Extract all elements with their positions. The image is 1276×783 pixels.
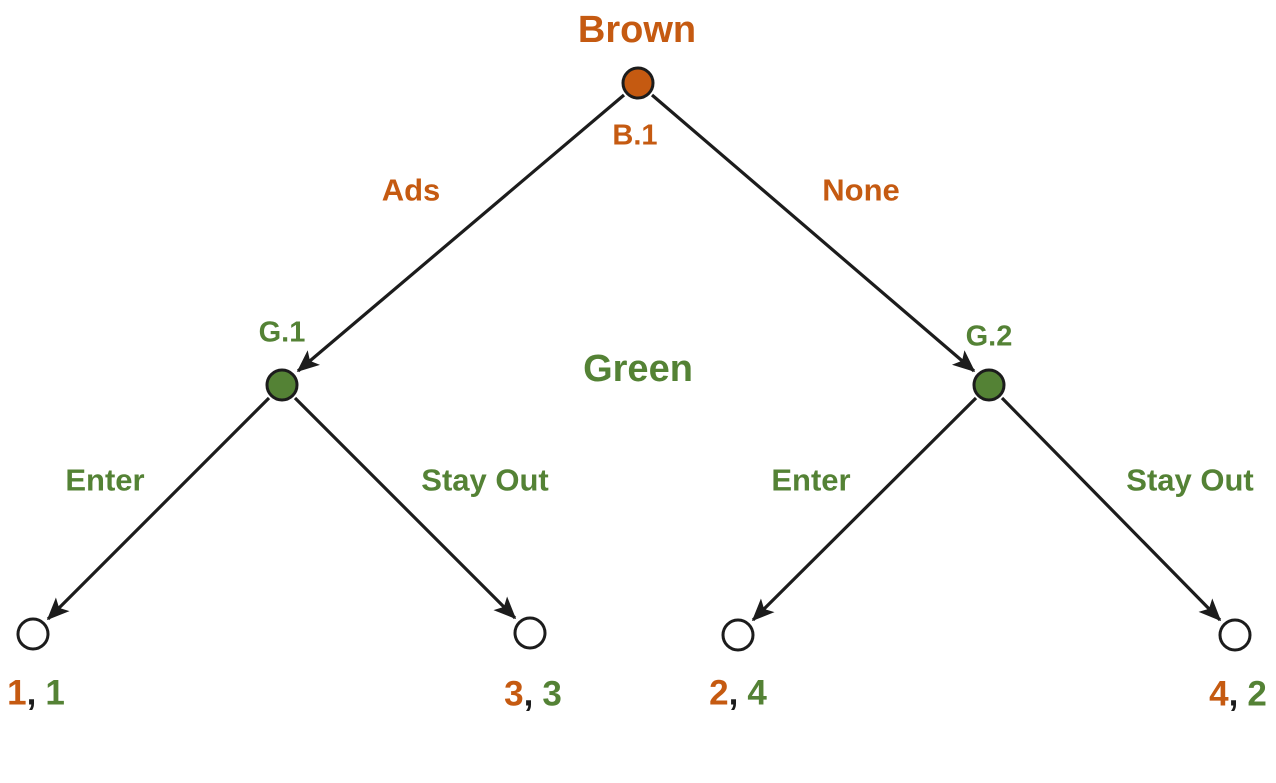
- payoff-brown-value: 3: [504, 674, 524, 714]
- payoff-separator: ,: [728, 673, 739, 713]
- edge-enter-right: [751, 396, 978, 622]
- edge-stay-out-left: [293, 396, 517, 620]
- payoff-separator: ,: [1228, 674, 1239, 714]
- payoff-green-value: 2: [1247, 674, 1267, 714]
- node-label-g1: G.1: [258, 316, 306, 349]
- payoff-ads-enter: 1,1: [7, 676, 65, 711]
- node-label-g2: G.2: [965, 320, 1013, 353]
- edge-enter-left: [46, 396, 271, 621]
- edge-ads: [296, 93, 626, 373]
- edge-none: [650, 93, 976, 373]
- payoff-green-value: 3: [542, 674, 562, 714]
- node-g2: [972, 368, 1006, 402]
- edge-label-stay-out-right: Stay Out: [1126, 462, 1254, 498]
- payoff-ads-stay-out: 3,3: [504, 677, 562, 712]
- payoff-brown-value: 1: [7, 673, 27, 713]
- node-label-b1: B.1: [612, 119, 658, 152]
- payoff-green-value: 1: [45, 673, 65, 713]
- payoff-separator: ,: [26, 673, 37, 713]
- player-title-brown: Brown: [577, 9, 697, 51]
- edge-label-enter-left: Enter: [65, 462, 145, 498]
- payoff-separator: ,: [523, 674, 534, 714]
- edge-label-enter-right: Enter: [771, 462, 851, 498]
- payoff-brown-value: 4: [1209, 674, 1229, 714]
- payoff-green-value: 4: [747, 673, 767, 713]
- payoff-none-stay-out: 4,2: [1209, 677, 1267, 712]
- edge-label-stay-out-left: Stay Out: [421, 462, 549, 498]
- edge-label-none: None: [822, 172, 900, 208]
- node-g1: [265, 368, 299, 402]
- node-b1: [621, 66, 655, 100]
- edge-stay-out-right: [1000, 396, 1222, 622]
- terminal-node-none-enter: [721, 618, 755, 652]
- edge-label-ads: Ads: [381, 172, 441, 208]
- terminal-node-ads-stay-out: [513, 616, 547, 650]
- payoff-brown-value: 2: [709, 673, 729, 713]
- terminal-node-none-stay-out: [1218, 618, 1252, 652]
- player-title-green: Green: [583, 348, 693, 390]
- payoff-none-enter: 2,4: [709, 676, 767, 711]
- terminal-node-ads-enter: [16, 617, 50, 651]
